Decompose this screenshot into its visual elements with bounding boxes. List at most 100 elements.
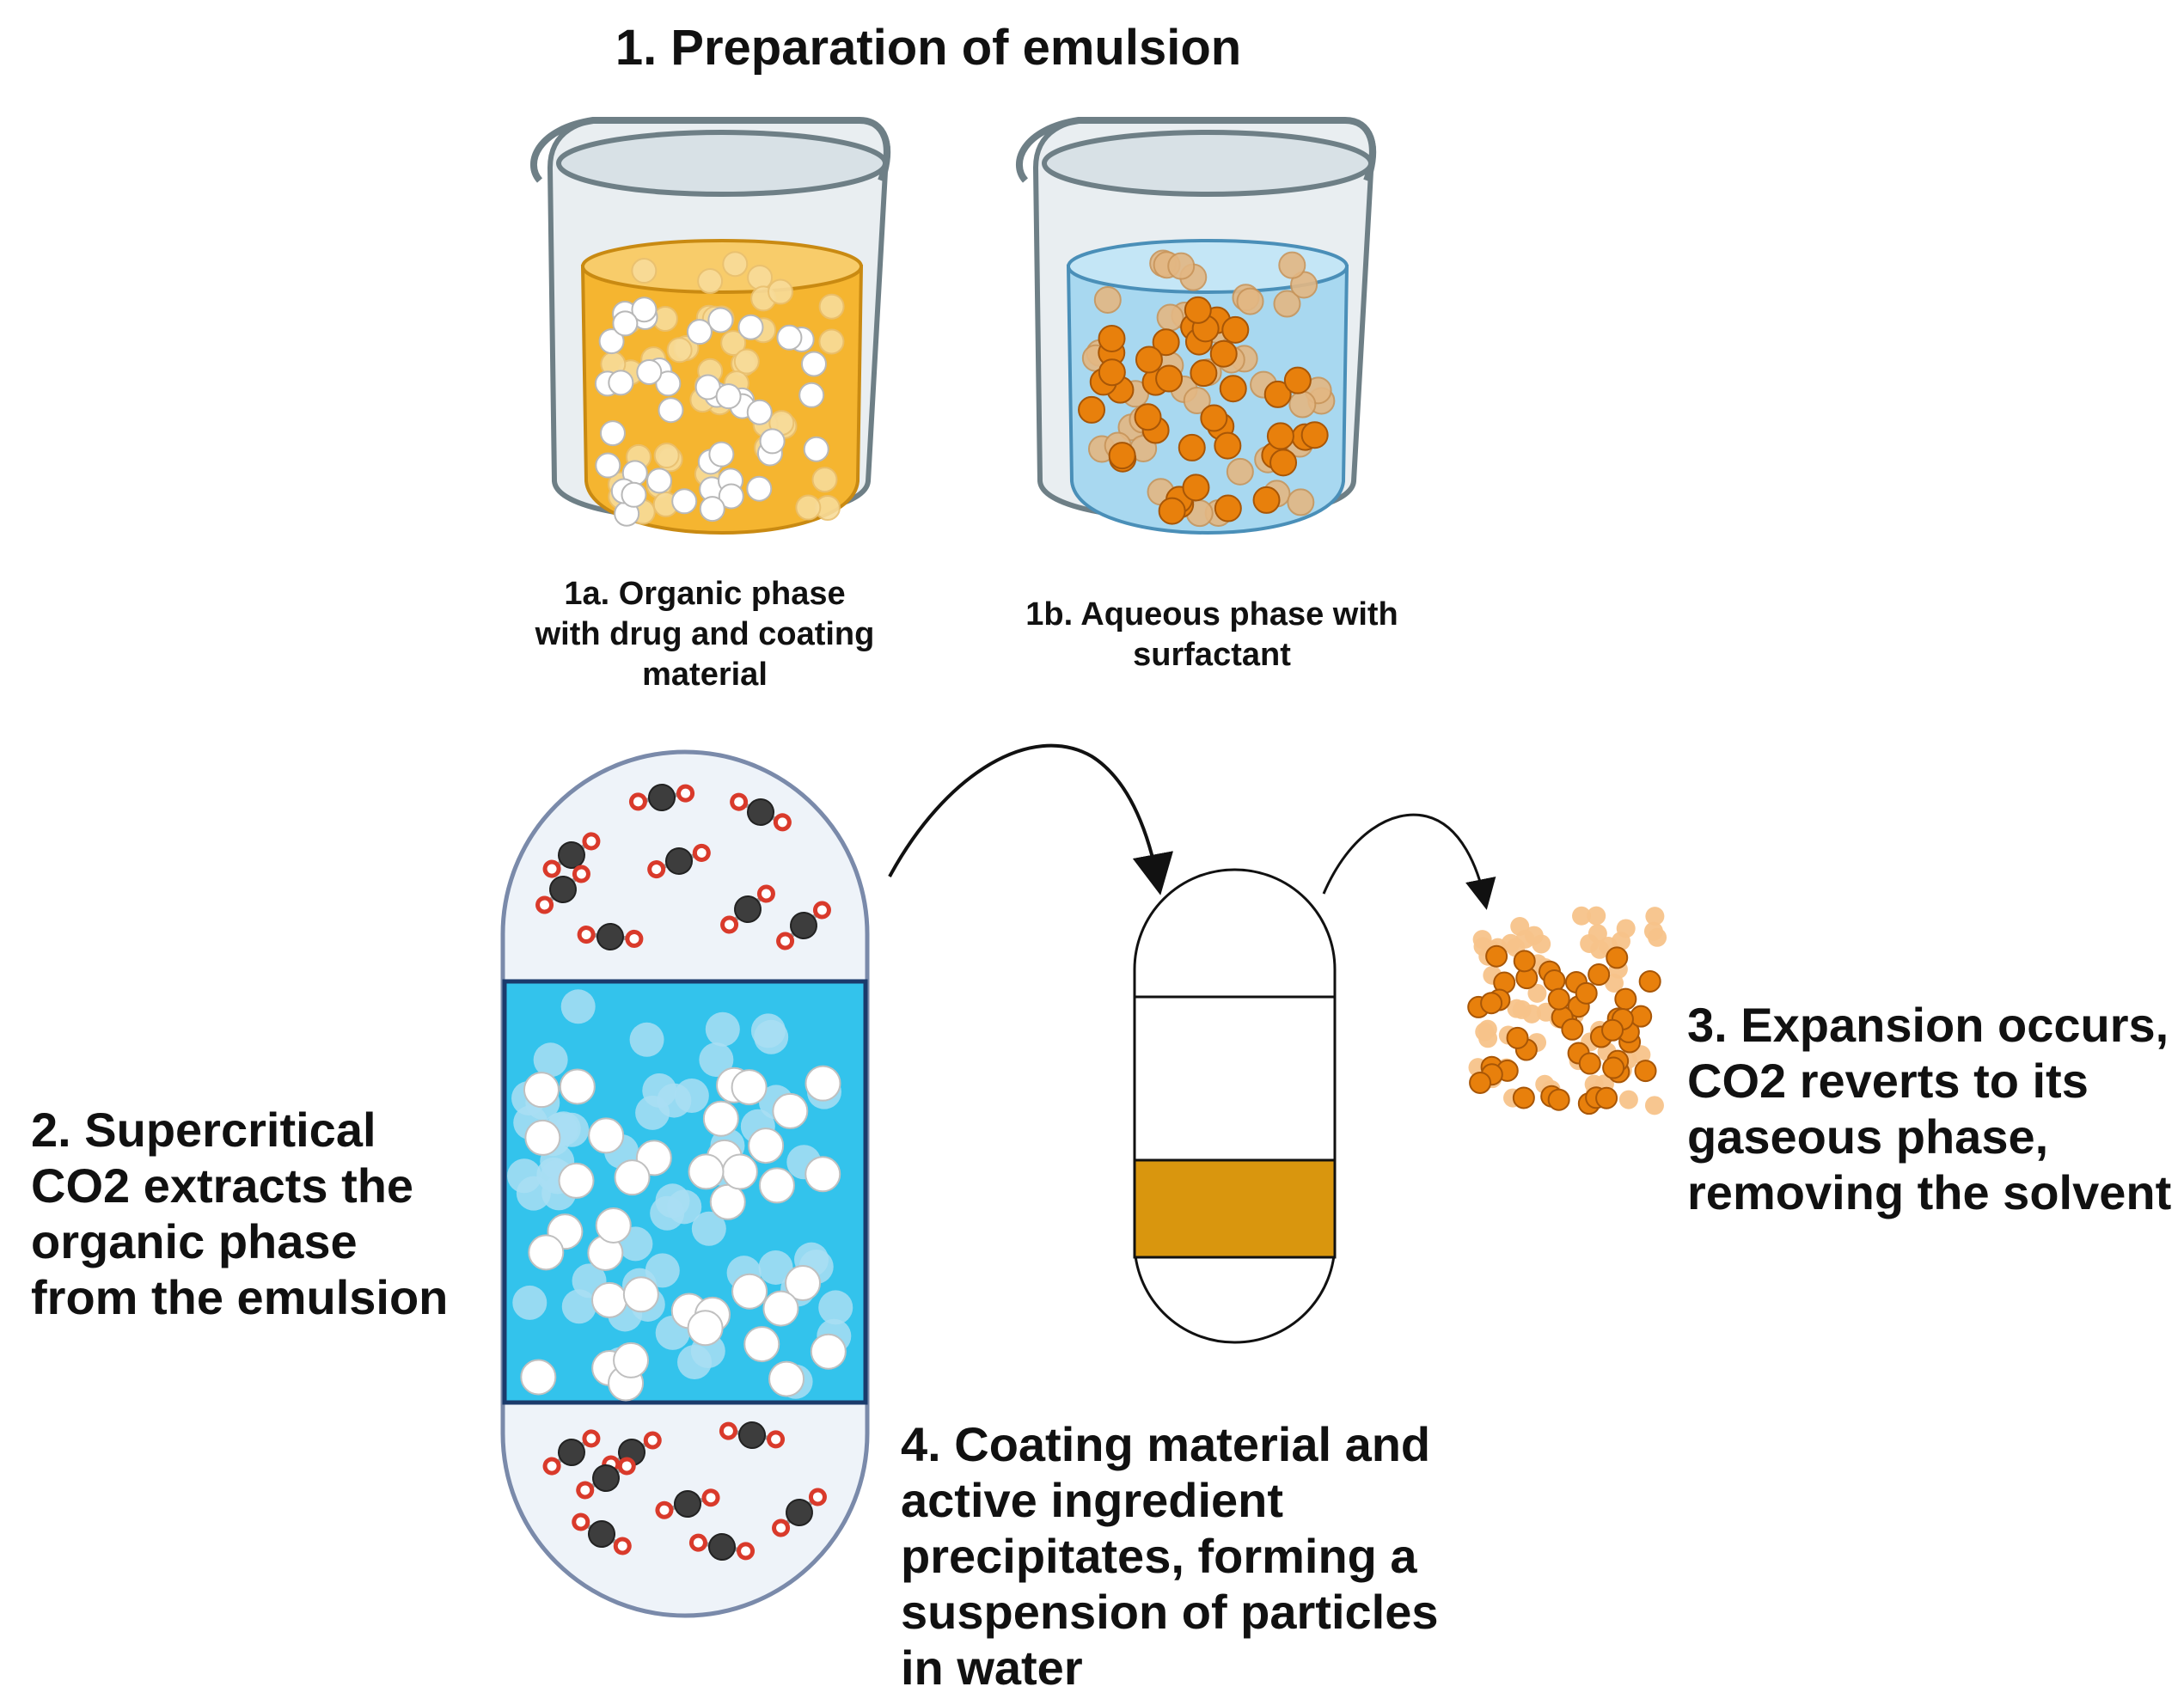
step-4-label-line: suspension of particles [901,1585,1439,1639]
white-particle [743,1326,780,1363]
orange-particle [1134,403,1162,431]
carbon-atom [592,1464,620,1492]
white-particle [686,319,713,345]
co2-molecule [542,832,601,878]
white-particle [588,1117,625,1154]
orange-particle [1602,1056,1625,1079]
orange-particle [1221,315,1250,344]
co2-molecule [719,1421,786,1449]
pale-particle [1507,999,1526,1018]
orange-particle [1543,969,1566,993]
oxygen-atom [772,1519,791,1537]
background-droplet [768,278,794,305]
oxygen-atom [577,926,596,944]
white-particle [528,1234,565,1271]
orange-particle [1269,449,1298,477]
white-particle [772,1092,809,1129]
white-particle [591,1281,628,1318]
pale-particle [1527,983,1547,1003]
extraction-vessel [500,749,870,1618]
white-particle [599,420,626,447]
pale-particle [1587,906,1606,926]
separator-liquid-phase [1133,1158,1337,1259]
orange-particle [1252,486,1281,514]
orange-particle [1152,328,1180,357]
step-2-label: 2. Supercritical CO2 extracts the organi… [31,1102,448,1325]
oxygen-atom [730,792,749,811]
pale-particle [1478,1029,1498,1048]
carbon-atom [549,876,577,903]
step-2-label-line: CO2 extracts the [31,1158,414,1213]
expanded-particle-cluster [1467,906,1667,1115]
white-particle [804,1065,841,1102]
orange-particle [1547,987,1570,1011]
oxygen-atom [756,884,775,903]
oxygen-atom [655,1500,674,1519]
orange-particle [1606,946,1629,969]
surfactant-droplet [1093,285,1122,314]
emulsion-droplet [635,1095,670,1130]
co2-molecule [542,1429,601,1476]
emulsion-droplet [533,1042,568,1078]
step-3-label: 3. Expansion occurs, CO2 reverts to its … [1687,997,2171,1220]
oxygen-atom [767,1430,786,1449]
emulsion-droplet [560,989,596,1024]
white-particle [655,370,682,397]
pale-particle [1644,1096,1664,1115]
orange-particle [1547,1088,1570,1111]
white-particle [776,324,803,351]
step-2-label-line: from the emulsion [31,1270,449,1324]
arrow-extraction-to-separator [888,743,1174,895]
step-4-label-line: precipitates, forming a [901,1529,1417,1583]
co2-molecules [535,784,831,1561]
oxygen-atom [576,1481,595,1500]
background-droplet [818,293,845,320]
oxygen-atom [808,1488,827,1506]
orange-particle [1098,358,1126,387]
carbon-atom [734,895,762,923]
white-particle [785,1265,822,1302]
white-particle [595,1207,632,1244]
oxygen-atom [647,860,666,879]
organic-phase-particles [594,251,845,527]
background-droplet [720,330,747,357]
orange-particle [1614,987,1637,1011]
white-particle [520,1359,557,1396]
orange-particle [1561,1018,1584,1041]
oxygen-atom [701,1488,720,1507]
oxygen-atom [688,1533,707,1552]
oxygen-atom [542,1457,561,1476]
white-particle [746,399,773,425]
emulsion-droplet [758,1250,793,1285]
orange-particle [1266,422,1294,450]
oxygen-atom [582,832,601,851]
surfactant-droplet [1236,287,1264,315]
pale-particle [1522,1004,1542,1024]
white-particle [707,307,734,333]
step-4-label-line: in water [901,1641,1083,1695]
white-particle [762,1290,799,1327]
white-particle [646,468,673,494]
organic-phase-beaker [529,117,891,535]
step-2-label-line: 2. Supercritical [31,1103,376,1157]
white-particle [608,370,634,396]
orange-particle [1575,981,1598,1005]
surfactant-droplet [1287,488,1315,516]
carbon-atom [665,847,693,875]
oxygen-atom [572,865,590,883]
step-3-label-line: CO2 reverts to its [1687,1054,2089,1108]
orange-particle [1578,1052,1601,1075]
orange-particle [1512,1086,1535,1109]
white-particle [715,383,742,410]
aqueous-phase-particles [1078,249,1336,528]
white-particle [595,452,621,479]
background-droplet [697,268,724,295]
white-particle [709,1183,746,1220]
surfactant-droplet [1226,457,1254,486]
step-3-label-line: gaseous phase, [1687,1109,2049,1164]
orange-particle [1155,364,1184,393]
carbon-atom [747,798,774,826]
carbon-atom [588,1520,615,1548]
carbon-atom [648,784,676,811]
